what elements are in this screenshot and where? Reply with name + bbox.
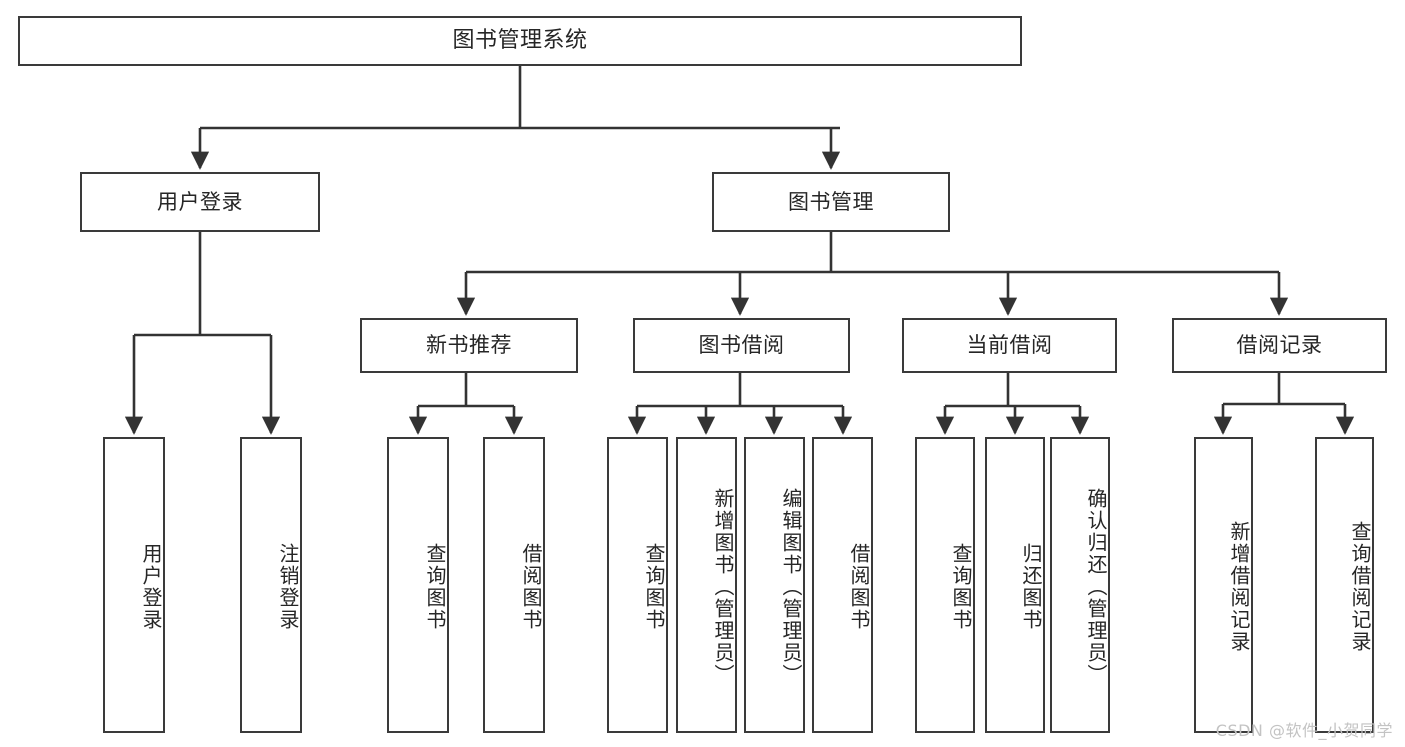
node-book-manage-label: 图书管理 — [788, 189, 874, 214]
node-leaf-cur-return-label: 归还图书 — [1019, 543, 1043, 631]
csdn-watermark: CSDN @软件_小贺同学 — [1215, 721, 1393, 740]
node-new-book-rec[interactable]: 新书推荐 — [360, 318, 578, 373]
node-current-borrow-label: 当前借阅 — [966, 333, 1053, 358]
node-leaf-rec-query[interactable]: 查询图书 — [387, 437, 449, 733]
node-leaf-rec-borrow-label: 借阅图书 — [519, 543, 543, 631]
node-leaf-borrow-edit-label: 编辑图书（管理员） — [779, 488, 803, 686]
node-leaf-borrow-query[interactable]: 查询图书 — [607, 437, 668, 733]
node-book-borrow-label: 图书借阅 — [698, 333, 785, 358]
node-user-login-label: 用户登录 — [157, 189, 243, 214]
node-leaf-user-login-label: 用户登录 — [139, 543, 163, 631]
node-leaf-cur-confirm[interactable]: 确认归还（管理员） — [1050, 437, 1110, 733]
node-borrow-record[interactable]: 借阅记录 — [1172, 318, 1387, 373]
node-user-login[interactable]: 用户登录 — [80, 172, 320, 232]
node-leaf-borrow-add[interactable]: 新增图书（管理员） — [676, 437, 737, 733]
node-new-book-rec-label: 新书推荐 — [426, 333, 512, 358]
node-leaf-rec-add[interactable]: 新增借阅记录 — [1194, 437, 1253, 733]
node-leaf-rec-query-label: 查询图书 — [423, 543, 447, 631]
node-leaf-rec-add-label: 新增借阅记录 — [1227, 521, 1251, 653]
node-leaf-borrow-query-label: 查询图书 — [642, 543, 666, 631]
node-book-manage[interactable]: 图书管理 — [712, 172, 950, 232]
node-leaf-borrow-lend-label: 借阅图书 — [847, 543, 871, 631]
node-leaf-user-login[interactable]: 用户登录 — [103, 437, 165, 733]
node-current-borrow[interactable]: 当前借阅 — [902, 318, 1117, 373]
node-root-label: 图书管理系统 — [452, 28, 588, 54]
node-leaf-rec-search-label: 查询借阅记录 — [1348, 521, 1372, 653]
node-leaf-user-logout[interactable]: 注销登录 — [240, 437, 302, 733]
node-leaf-borrow-lend[interactable]: 借阅图书 — [812, 437, 873, 733]
node-leaf-cur-confirm-label: 确认归还（管理员） — [1084, 488, 1108, 686]
node-leaf-rec-borrow[interactable]: 借阅图书 — [483, 437, 545, 733]
node-book-borrow[interactable]: 图书借阅 — [633, 318, 850, 373]
node-leaf-borrow-add-label: 新增图书（管理员） — [711, 488, 735, 686]
node-borrow-record-label: 借阅记录 — [1236, 333, 1323, 358]
node-leaf-cur-return[interactable]: 归还图书 — [985, 437, 1045, 733]
node-leaf-cur-query-label: 查询图书 — [949, 543, 973, 631]
node-root[interactable]: 图书管理系统 — [18, 16, 1022, 66]
node-leaf-cur-query[interactable]: 查询图书 — [915, 437, 975, 733]
node-leaf-rec-search[interactable]: 查询借阅记录 — [1315, 437, 1374, 733]
node-leaf-user-logout-label: 注销登录 — [276, 543, 300, 631]
node-leaf-borrow-edit[interactable]: 编辑图书（管理员） — [744, 437, 805, 733]
